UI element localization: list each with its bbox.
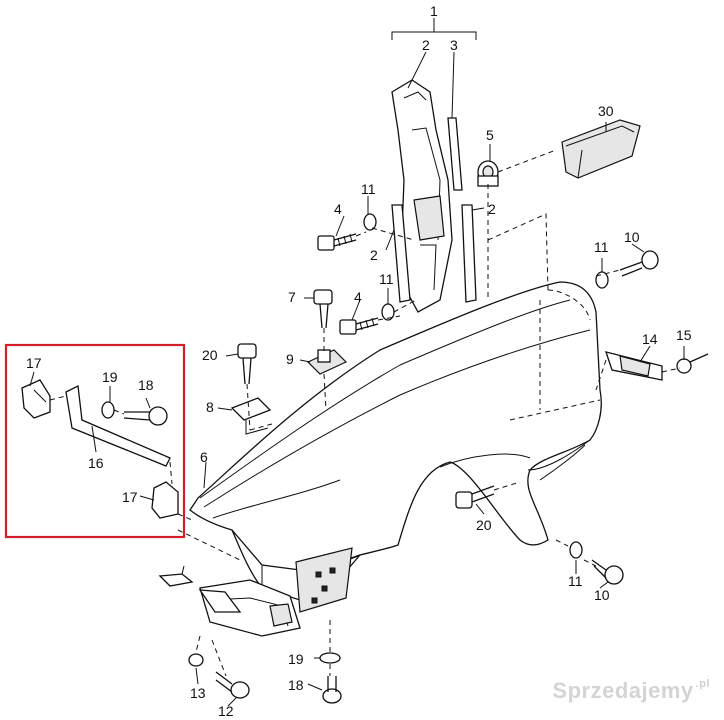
washer-11-d: [569, 541, 583, 559]
label-18-upper: 18: [138, 377, 154, 393]
washer-19-lower: [319, 652, 341, 664]
label-7: 7: [288, 289, 296, 305]
label-10-upper: 10: [624, 229, 640, 245]
label-2-right: 2: [488, 201, 496, 217]
label-20-lower: 20: [476, 517, 492, 533]
part-labels: 1 2 3 30 5 11 4 2 2 11 11 10 7 4 20 9 14…: [26, 3, 692, 719]
label-11-b: 11: [379, 271, 394, 287]
label-8: 8: [206, 399, 214, 415]
clip-15: [676, 353, 709, 374]
label-2-left: 2: [370, 247, 378, 263]
bolt-4-lower: [339, 317, 379, 335]
label-5: 5: [486, 127, 494, 143]
clip-17-upper: [21, 379, 51, 419]
label-30: 30: [598, 103, 614, 119]
bracket-30: [561, 119, 641, 179]
label-15: 15: [676, 327, 692, 343]
grommet-5: [477, 160, 499, 187]
label-17-lower: 17: [122, 489, 138, 505]
clip-8: [230, 397, 272, 435]
label-4-upper: 4: [334, 201, 342, 217]
label-11-d: 11: [568, 573, 583, 589]
screw-18-lower: [322, 676, 342, 704]
bolt-4-upper: [317, 233, 357, 251]
watermark-suffix: .pl: [695, 678, 710, 690]
clip-17-lower: [151, 481, 179, 519]
label-20-upper: 20: [202, 347, 218, 363]
label-18-lower: 18: [288, 677, 304, 693]
screw-18-upper: [123, 406, 168, 426]
label-14: 14: [642, 331, 658, 347]
label-12: 12: [218, 703, 234, 719]
label-17-upper: 17: [26, 355, 42, 371]
label-6: 6: [200, 449, 208, 465]
bolt-7: [313, 289, 333, 329]
lower-clip-part: [158, 573, 194, 587]
label-16: 16: [88, 455, 104, 471]
washer-11-a: [363, 213, 377, 231]
bracket-14: [605, 351, 663, 381]
leader-lines: [29, 18, 685, 707]
label-1: 1: [430, 3, 438, 19]
fender-panel: [189, 281, 602, 613]
screw-12: [215, 671, 250, 699]
label-11-c: 11: [594, 239, 609, 255]
washer-11-b: [381, 303, 395, 321]
label-4-lower: 4: [354, 289, 362, 305]
washer-19-upper: [101, 401, 115, 419]
label-19-upper: 19: [102, 369, 118, 385]
bolt-20-upper: [237, 343, 257, 385]
label-2-top: 2: [422, 37, 430, 53]
label-10-lower: 10: [594, 587, 610, 603]
washer-11-c: [595, 271, 609, 289]
pillar-support: [391, 79, 477, 313]
watermark-text: Sprzedajemy: [552, 678, 694, 703]
screw-10-lower: [591, 559, 624, 585]
label-13: 13: [190, 685, 206, 701]
label-19-lower: 19: [288, 651, 304, 667]
nut-plate-9: [306, 349, 348, 375]
label-11-a: 11: [361, 181, 376, 197]
label-3: 3: [450, 37, 458, 53]
bracket-16: [65, 385, 171, 467]
highlight-box: [4, 343, 186, 539]
lower-front-bracket: [198, 579, 301, 637]
watermark: Sprzedajemy.pl: [552, 678, 710, 704]
screw-10-upper: [619, 250, 659, 277]
label-9: 9: [286, 351, 294, 367]
bolt-20-lower: [455, 485, 495, 509]
washer-13: [188, 653, 204, 667]
